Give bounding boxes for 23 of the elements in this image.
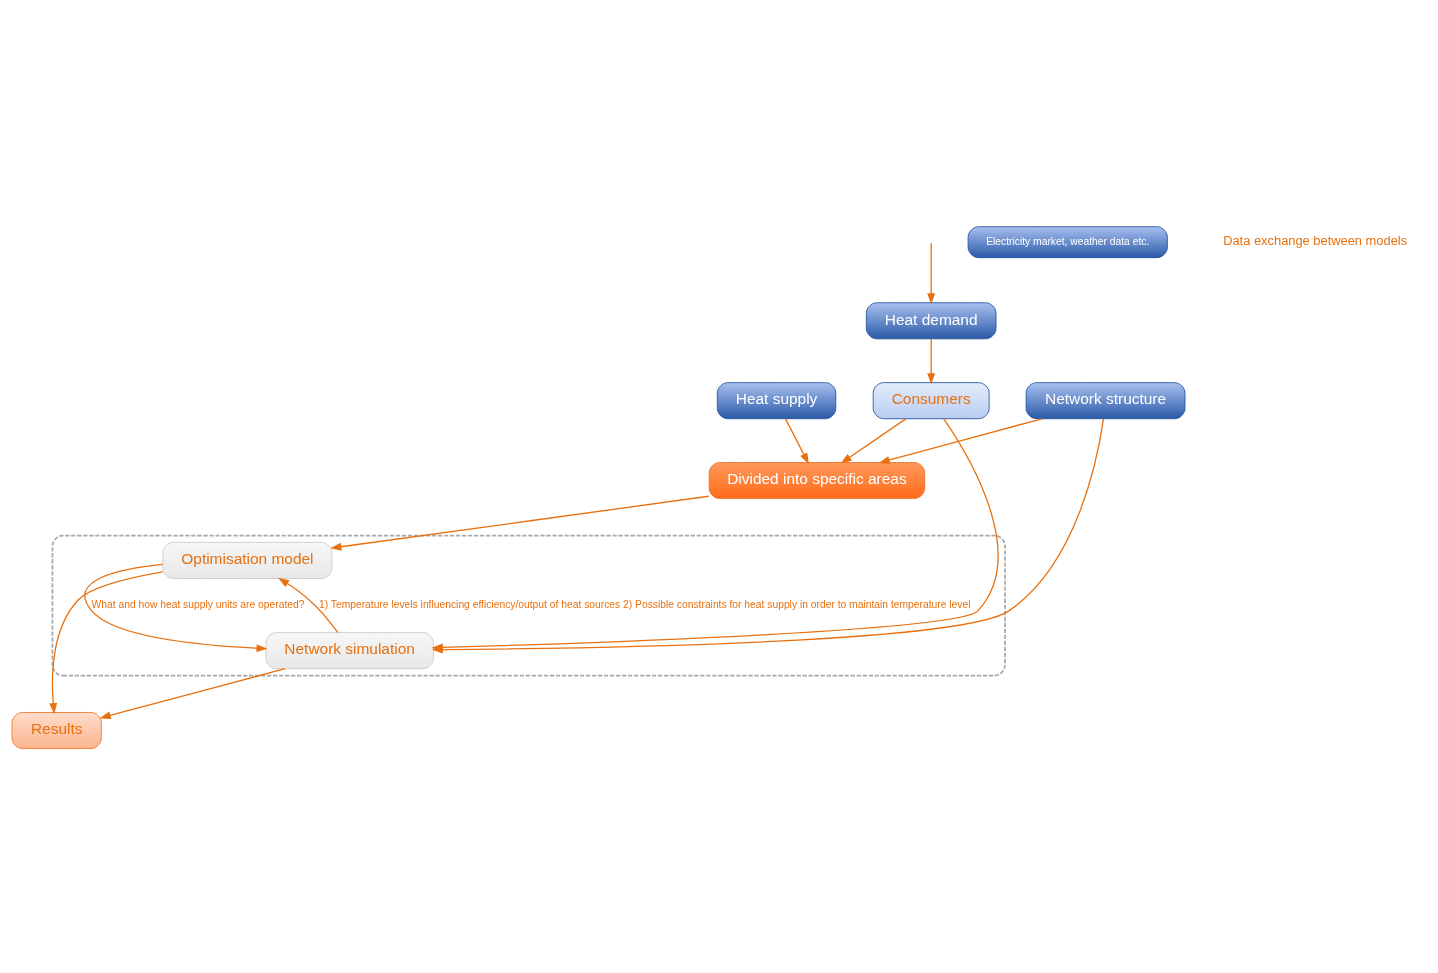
edge-label: 1) Temperature levels influencing efficiency/output of heat sources 2) Possible constraints for heat supply in order to maintain temperature level [318, 598, 971, 610]
arrow [99, 667, 286, 719]
arrow [49, 570, 164, 714]
arrow [784, 417, 809, 464]
node-box: Heat demand [865, 301, 997, 339]
arrow [840, 417, 907, 463]
cluster [51, 534, 1006, 676]
arrow [927, 241, 936, 305]
edge-label: What and how heat supply units are operated? [91, 598, 305, 610]
node-box: Electricity market, weather data etc. [967, 225, 1168, 258]
arrow [278, 577, 339, 633]
node-box: Network structure [1025, 381, 1186, 419]
arrow [878, 417, 1043, 464]
node-box: Divided into specific areas [708, 461, 926, 499]
node-box: Heat supply [716, 381, 837, 419]
node-box: Optimisation model [162, 541, 333, 579]
arrow [927, 337, 936, 384]
node-box: Consumers [872, 381, 990, 419]
node-box: Network simulation [265, 631, 434, 669]
arrow [84, 563, 268, 652]
label: Data exchange between models [1223, 232, 1408, 248]
node-box: Results [11, 711, 102, 749]
arrow [330, 495, 710, 551]
